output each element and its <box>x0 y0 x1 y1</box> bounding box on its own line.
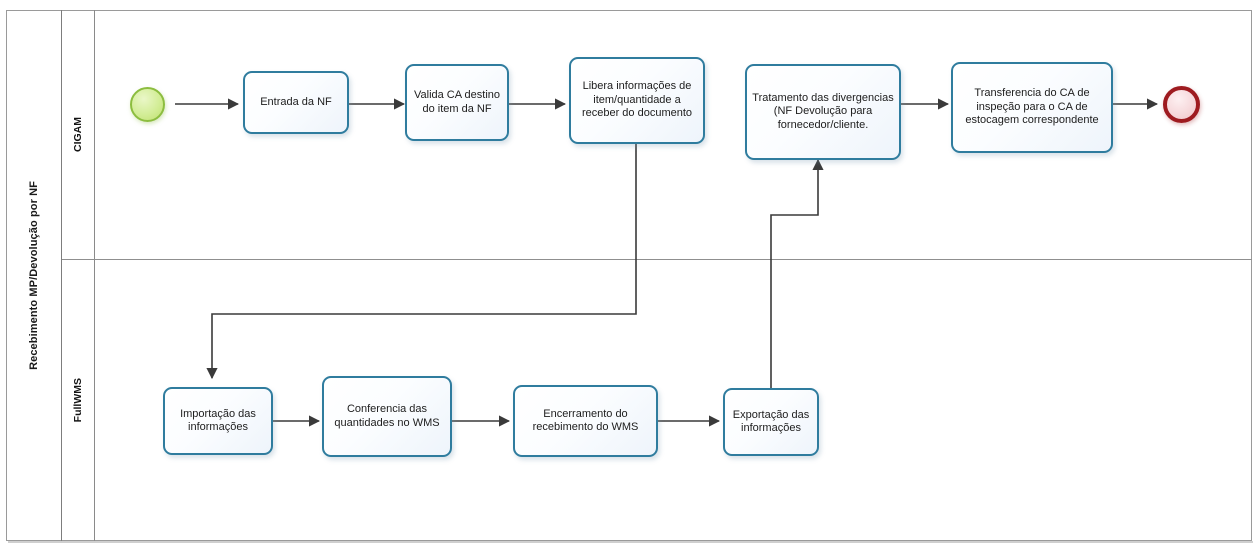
task-entrada-da-nf[interactable]: Entrada da NF <box>243 71 349 134</box>
task-label: Tratamento das divergencias (NF Devoluçã… <box>752 91 894 131</box>
task-label: Encerramento do recebimento do WMS <box>532 407 639 433</box>
task-transferencia-ca[interactable]: Transferencia do CA de inspeção para o C… <box>951 62 1113 153</box>
task-label: Conferencia das quantidades no WMS <box>334 403 440 429</box>
task-label: Libera informações de item/quantidade a … <box>581 80 693 120</box>
task-conferencia-quantidades[interactable]: Conferencia das quantidades no WMS <box>322 376 452 457</box>
lane-divider <box>62 259 1252 260</box>
task-label: Exportação das informações <box>732 408 810 434</box>
lane-label-column-fullwms: FullWMS <box>62 259 95 541</box>
pool-title: Recebimento MP/Devolução por NF <box>27 181 40 370</box>
task-label: Valida CA destino do item da NF <box>413 89 501 115</box>
lane-label-fullwms: FullWMS <box>72 377 84 423</box>
end-event[interactable] <box>1163 86 1200 123</box>
task-label: Entrada da NF <box>260 95 332 108</box>
task-valida-ca-destino[interactable]: Valida CA destino do item da NF <box>405 64 509 141</box>
lane-label-cigam: CIGAM <box>72 117 84 152</box>
task-label: Transferencia do CA de inspeção para o C… <box>965 87 1099 127</box>
task-encerramento-recebimento[interactable]: Encerramento do recebimento do WMS <box>513 385 658 457</box>
start-event[interactable] <box>130 87 165 122</box>
lane-label-column-cigam: CIGAM <box>62 10 95 259</box>
task-label: Importação das informações <box>180 407 256 433</box>
pool-title-column: Recebimento MP/Devolução por NF <box>6 10 62 541</box>
task-exportacao-informacoes[interactable]: Exportação das informações <box>723 388 819 456</box>
task-importacao-informacoes[interactable]: Importação das informações <box>163 387 273 455</box>
task-tratamento-divergencias[interactable]: Tratamento das divergencias (NF Devoluçã… <box>745 64 901 160</box>
task-libera-informacoes[interactable]: Libera informações de item/quantidade a … <box>569 57 705 144</box>
